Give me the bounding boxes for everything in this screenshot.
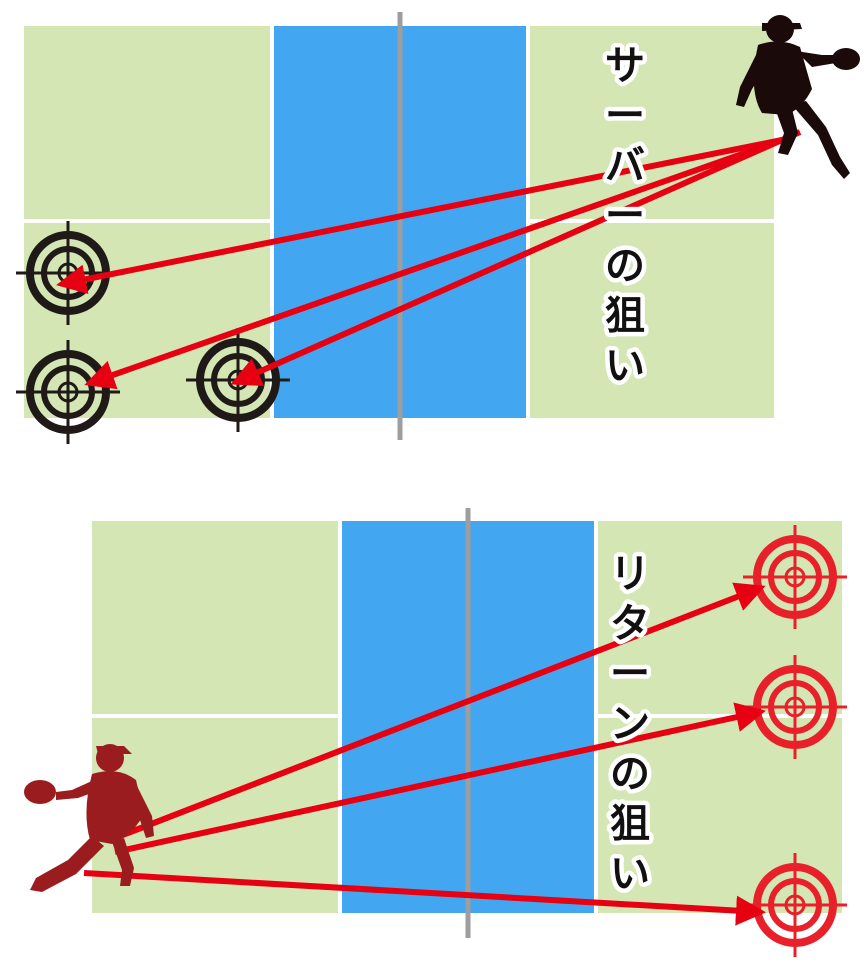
label-char: タ xyxy=(610,601,650,647)
label-char: い xyxy=(605,343,645,389)
server-court xyxy=(24,12,774,440)
label-char: の xyxy=(610,751,650,797)
returner-label: リ タ ー ン の 狙 い xyxy=(606,547,655,902)
arrow-icon xyxy=(56,137,783,295)
arrow-icon xyxy=(83,870,766,926)
label-char: い xyxy=(610,851,650,897)
serve-arrows xyxy=(56,129,802,390)
label-char: ン xyxy=(610,701,650,747)
label-char: ー xyxy=(605,193,645,239)
label-char: ー xyxy=(610,651,650,697)
label-char: バ xyxy=(605,143,645,189)
player-silhouette-icon xyxy=(736,15,860,179)
server-panel: サ ー バ ー の 狙 い xyxy=(16,12,860,444)
arrow-icon xyxy=(230,129,802,386)
arrow-icon xyxy=(113,582,766,841)
return-arrows xyxy=(83,582,766,926)
label-char: の xyxy=(605,243,645,289)
label-char: リ xyxy=(610,551,650,597)
arrow-icon xyxy=(114,702,766,855)
label-char: ー xyxy=(605,93,645,139)
server-label: サ ー バ ー の 狙 い xyxy=(601,39,650,394)
player-silhouette-icon xyxy=(24,744,154,892)
returner-panel: リ タ ー ン の 狙 い xyxy=(24,508,847,957)
arrow-icon xyxy=(84,137,783,390)
returner-court xyxy=(92,508,842,938)
label-char: 狙 xyxy=(610,801,650,847)
label-char: サ xyxy=(605,43,645,89)
label-char: 狙 xyxy=(605,293,645,339)
